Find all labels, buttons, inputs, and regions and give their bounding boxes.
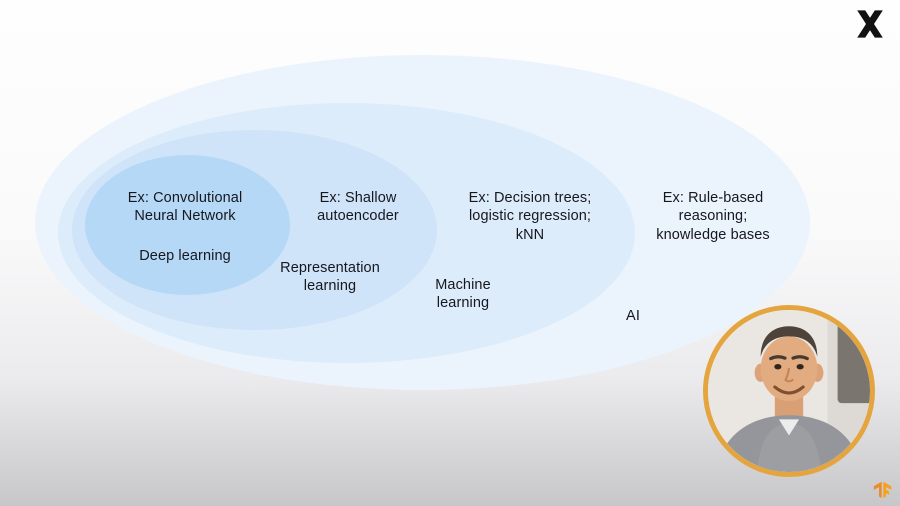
- brand-logo: [853, 8, 887, 40]
- label-machine-learning: Machine learning: [435, 277, 491, 312]
- presenter-avatar-icon: [708, 310, 870, 472]
- presenter-webcam: [703, 305, 875, 477]
- example-machine-learning: Ex: Decision trees; logistic regression;…: [468, 190, 592, 243]
- example-deep-learning: Ex: Convolutional Neural Network: [127, 190, 243, 225]
- label-ai: AI: [626, 308, 640, 324]
- label-deep-learning: Deep learning: [139, 248, 231, 264]
- x-logo-icon: [857, 10, 883, 38]
- tensorflow-icon: [873, 481, 892, 499]
- ellipse-deep-learning: [85, 155, 290, 295]
- label-representation-learning: Representation learning: [280, 260, 380, 295]
- example-ai: Ex: Rule-based reasoning; knowledge base…: [656, 190, 770, 243]
- example-representation-learning: Ex: Shallow autoencoder: [317, 190, 399, 225]
- watermark-logo: [873, 480, 892, 501]
